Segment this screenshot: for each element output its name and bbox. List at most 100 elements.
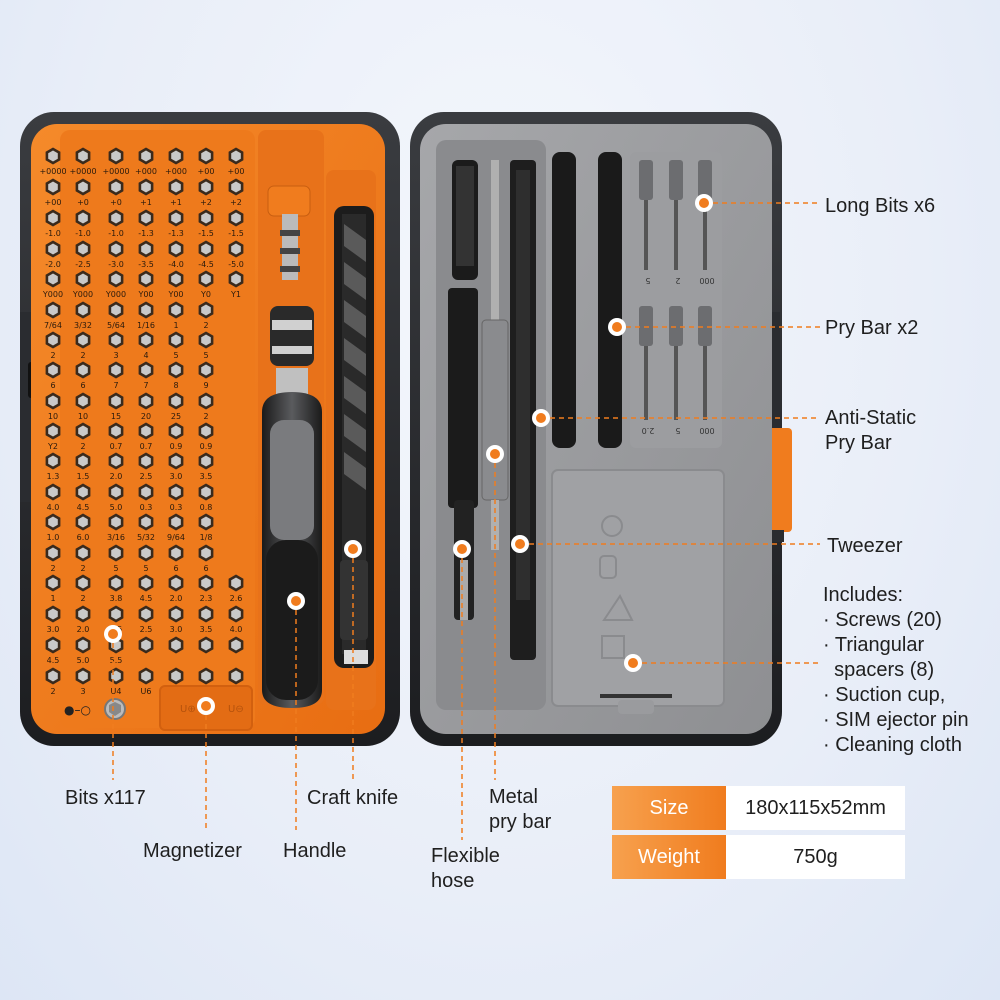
long-bit-head [669,306,683,346]
flexible-hose [448,160,478,620]
bit-label: 7 [143,381,148,390]
bit-label: 0.3 [170,503,183,512]
bit [231,670,241,682]
bit [231,577,241,589]
bit [141,486,151,498]
bit [111,486,121,498]
bit [141,334,151,346]
bit [141,577,151,589]
bit-label: 1 [50,594,55,603]
bit [111,273,121,285]
callout-dots [104,194,713,715]
includes-item-2: · Triangular [823,634,925,656]
label-metal-pry-2: pry bar [489,811,552,833]
bit [48,181,58,193]
bit-label: -4.0 [168,260,184,269]
bit-label: 5.0 [77,656,90,665]
pry-bars [552,152,622,448]
bit [111,608,121,620]
spec-value-size: 180x115x52mm [726,786,905,830]
bit [48,639,58,651]
bit [78,150,88,162]
bit [201,670,211,682]
bit [231,639,241,651]
bit-label: Y00 [167,290,183,299]
bit-label: 3/32 [74,321,92,330]
bit-label: Y000 [42,290,63,299]
bit-labels: +0000+0000+0000+000+000+00+00+00+0+0+1+1… [39,167,244,696]
bit [111,364,121,376]
bit-label: 4.5 [140,594,153,603]
bit-label: 2 [80,351,85,360]
bit [78,243,88,255]
bit [78,486,88,498]
bit [231,181,241,193]
long-bit-head [639,306,653,346]
bit [231,243,241,255]
bit-label: +0 [110,198,122,207]
label-hose-1: Flexible [431,845,500,867]
bit-label: 9 [203,381,208,390]
bit-label: 2 [50,564,55,573]
bit-label: +1 [140,198,152,207]
bit-label: 3.5 [200,472,213,481]
bit-label: 8 [173,381,178,390]
svg-text:U⊖: U⊖ [228,704,244,715]
bit-label: 0.9 [200,442,213,451]
bit-label: 1/16 [137,321,155,330]
bit-label: Y0 [200,290,211,299]
label-tweezer: Tweezer [827,535,903,557]
bit [111,304,121,316]
bit-label: 2.5 [140,625,153,634]
bit [48,212,58,224]
long-bit-label: 2 [675,276,680,285]
bit-label: -1.0 [75,229,91,238]
bit [111,243,121,255]
bit [78,364,88,376]
bit [111,150,121,162]
callout-dot-inner [699,198,709,208]
bit [201,455,211,467]
bit-label: Y1 [230,290,241,299]
bit-label: 2.5 [140,472,153,481]
bit-label: 0.9 [170,442,183,451]
bit [48,395,58,407]
long-bit-head [669,160,683,200]
bit-label: 10 [48,412,58,421]
callout-dot-inner [201,701,211,711]
bit [48,273,58,285]
bit [78,608,88,620]
bit-label: +0000 [102,167,129,176]
callout-dot-inner [536,413,546,423]
bit [78,639,88,651]
bit-label: 5 [203,351,208,360]
bit [141,670,151,682]
long-bit-shaft [703,346,707,420]
spec-value-weight: 750g [726,835,905,879]
bit [48,547,58,559]
callout-dot-inner [457,544,467,554]
bit-label: +0000 [39,167,66,176]
bit [141,273,151,285]
bit-label: 1.0 [47,533,60,542]
bit [141,181,151,193]
callout-dot-inner [628,658,638,668]
bit-label: 2 [50,351,55,360]
bit-label: 3/16 [107,533,125,542]
bit-label: +00 [198,167,215,176]
bit [78,304,88,316]
bit [201,516,211,528]
callout-dot-inner [515,539,525,549]
long-bit-shaft [644,346,648,420]
bit-label: 4.0 [47,503,60,512]
bit [141,364,151,376]
bit [201,334,211,346]
bit [111,425,121,437]
bit-label: 6 [50,381,55,390]
bit [171,181,181,193]
bit-label: 2.3 [200,594,213,603]
bit [201,395,211,407]
bit [171,608,181,620]
bit-label: 4.5 [77,503,90,512]
